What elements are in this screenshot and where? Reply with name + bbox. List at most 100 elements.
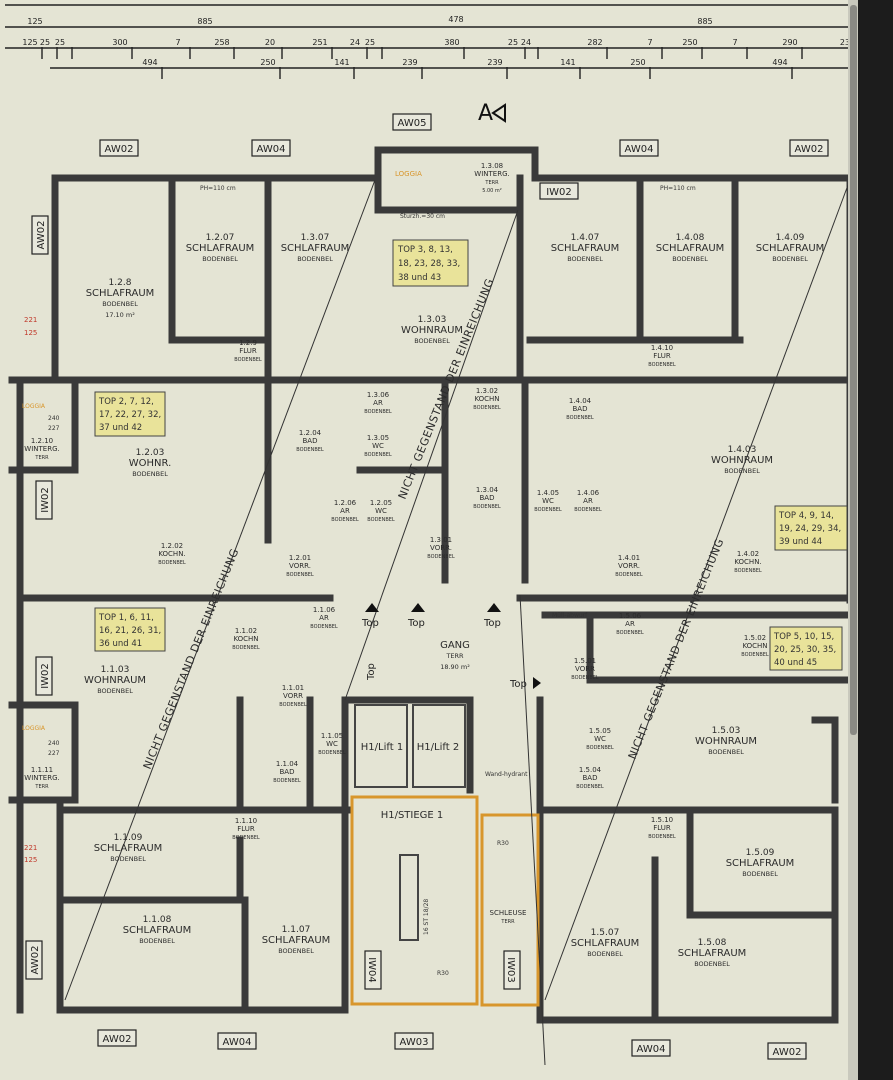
room-sub: BODENBEL [310, 624, 338, 630]
room-num: 1.2.04 [299, 429, 322, 437]
room-num: 1.4.01 [618, 554, 640, 562]
room-num: 1.5.02 [744, 634, 766, 642]
dim-label: 258 [214, 38, 229, 47]
wall-tag-iw02: IW02 [35, 480, 53, 520]
wall-tag-aw04: AW04 [251, 139, 291, 157]
room-name: KOCHN. [734, 558, 761, 566]
room-sub: BODENBEL [742, 870, 778, 878]
room-name: H1/Lift 1 [361, 742, 403, 753]
room-num: 1.3.03 [418, 315, 447, 325]
height-label: 227 [48, 425, 60, 432]
dim-label: 20 [265, 38, 275, 47]
dim-label: 7 [175, 38, 180, 47]
svg-text:16, 21, 26, 31,: 16, 21, 26, 31, [99, 626, 161, 636]
wall-tag-aw04: AW04 [619, 139, 659, 157]
walls [8, 146, 854, 1024]
room-num: 1.5.09 [746, 848, 775, 858]
room-num: 1.3.07 [301, 233, 330, 243]
red-dim: 125 [24, 856, 37, 864]
svg-text:36 und 41: 36 und 41 [99, 639, 142, 649]
schleuse-outline [480, 813, 540, 1007]
svg-text:20, 25, 30, 35,: 20, 25, 30, 35, [774, 645, 836, 655]
room-name: SCHLAFRAUM [281, 243, 350, 254]
room-name: KOCHN [233, 635, 258, 643]
unit-entry-label: Top [483, 618, 501, 629]
room-sub: BODENBEL [364, 409, 392, 415]
room-sub: BODENBEL [296, 447, 324, 453]
room-sub: BODENBEL [615, 572, 643, 578]
monitor-bezel [858, 0, 893, 1080]
svg-text:IW03: IW03 [505, 957, 516, 983]
scrollbar-thumb[interactable] [850, 5, 857, 735]
room-sub: BODENBEL [648, 834, 676, 840]
room-name: SCHLAFRAUM [262, 935, 331, 946]
room-name: SCHLAFRAUM [678, 948, 747, 959]
room-num: 1.1.05 [321, 732, 343, 740]
hydrant-label: Wand-hydrant [485, 771, 528, 778]
room-num: 1.1.08 [143, 915, 172, 925]
stair-well [399, 854, 419, 941]
unit-entry-label: Top [509, 679, 527, 690]
room-num: 1.5.04 [579, 766, 602, 774]
room-sub: BODENBEL [534, 507, 562, 513]
room-name: FLUR [653, 352, 671, 360]
room-name: FLUR [239, 347, 257, 355]
svg-text:IW04: IW04 [366, 957, 377, 983]
room-num: 1.4.07 [571, 233, 600, 243]
room-name: H1/STIEGE 1 [381, 810, 444, 821]
fire-rating-label: R30 [437, 970, 449, 977]
room-name: BAD [303, 437, 318, 445]
room-sub: BODENBEL [587, 950, 623, 958]
room-num: 1.4.06 [577, 489, 600, 497]
dim-label: 300 [112, 38, 127, 47]
svg-text:AW04: AW04 [625, 144, 654, 155]
loggia-label: LOGGIA [22, 403, 46, 410]
wall-tag-iw02: IW02 [35, 656, 53, 696]
room-num: 1.5.06 [619, 612, 642, 620]
room-sub: BODENBEL [571, 675, 599, 681]
room-sub: BODENBEL [734, 568, 762, 574]
room-sub: BODENBEL [318, 750, 346, 756]
unit-top-box: TOP 3, 8, 13,18, 23, 28, 33,38 und 43 [392, 239, 469, 287]
wall-tag-aw04: AW04 [217, 1032, 257, 1050]
dim-label: 380 [444, 38, 459, 47]
room-num: 1.1.10 [235, 817, 257, 825]
room-sub: BODENBEL [110, 855, 146, 863]
room-name: SCHLAFRAUM [551, 243, 620, 254]
dim-label: 290 [782, 38, 797, 47]
room-num: 1.3.05 [367, 434, 389, 442]
room-num: 1.4.10 [651, 344, 673, 352]
room-num: 1.4.08 [676, 233, 705, 243]
svg-text:17, 22, 27, 32,: 17, 22, 27, 32, [99, 410, 161, 420]
room-sub: BODENBEL [576, 784, 604, 790]
dim-label: 7 [647, 38, 652, 47]
unit-entry-label: Top [407, 618, 425, 629]
unit-top-box: TOP 5, 10, 15,20, 25, 30, 35,40 und 45 [769, 626, 843, 671]
wall-tag-aw02: AW02 [97, 1029, 137, 1047]
room-num: 1.3.02 [476, 387, 498, 395]
room-sub: BODENBEL [724, 467, 760, 475]
room-name: SCHLAFRAUM [86, 288, 155, 299]
room-num: 1.5.05 [589, 727, 611, 735]
room-sub: BODENBEL [234, 357, 262, 363]
